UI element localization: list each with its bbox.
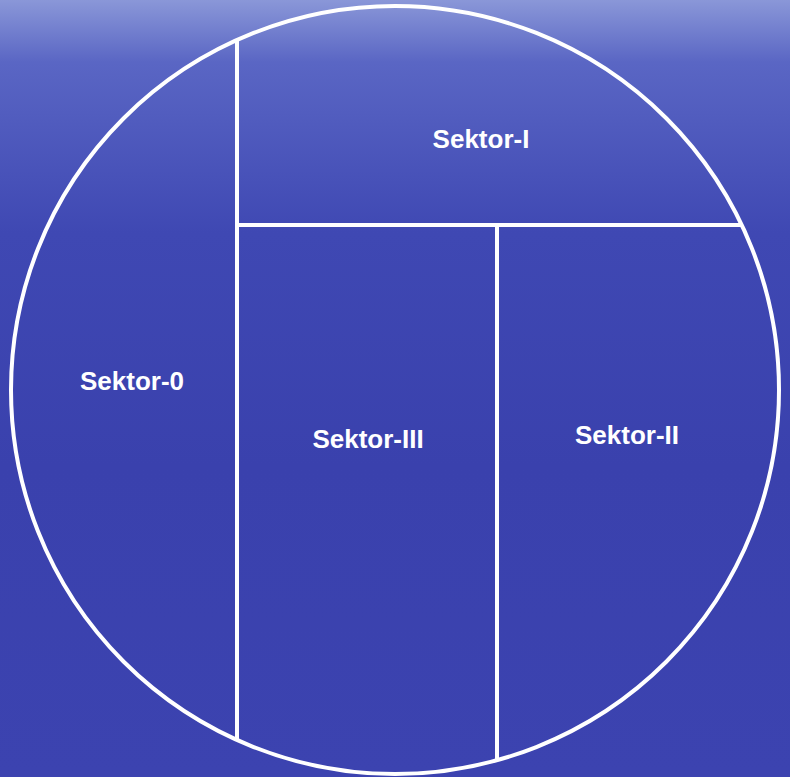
circle-outline xyxy=(11,6,779,774)
sector-region: Sektor-I xyxy=(241,65,721,215)
sector-label: Sektor-I xyxy=(433,124,530,155)
sector-label: Sektor-III xyxy=(312,424,423,455)
sector-region: Sektor-III xyxy=(243,400,493,480)
divider-line xyxy=(235,40,239,740)
divider-line xyxy=(495,225,499,760)
sector-label: Sektor-0 xyxy=(80,366,184,397)
sector-region: Sektor-II xyxy=(502,396,752,476)
divider-line xyxy=(237,223,742,227)
sector-label: Sektor-II xyxy=(575,420,679,451)
sector-region: Sektor-0 xyxy=(32,342,232,422)
